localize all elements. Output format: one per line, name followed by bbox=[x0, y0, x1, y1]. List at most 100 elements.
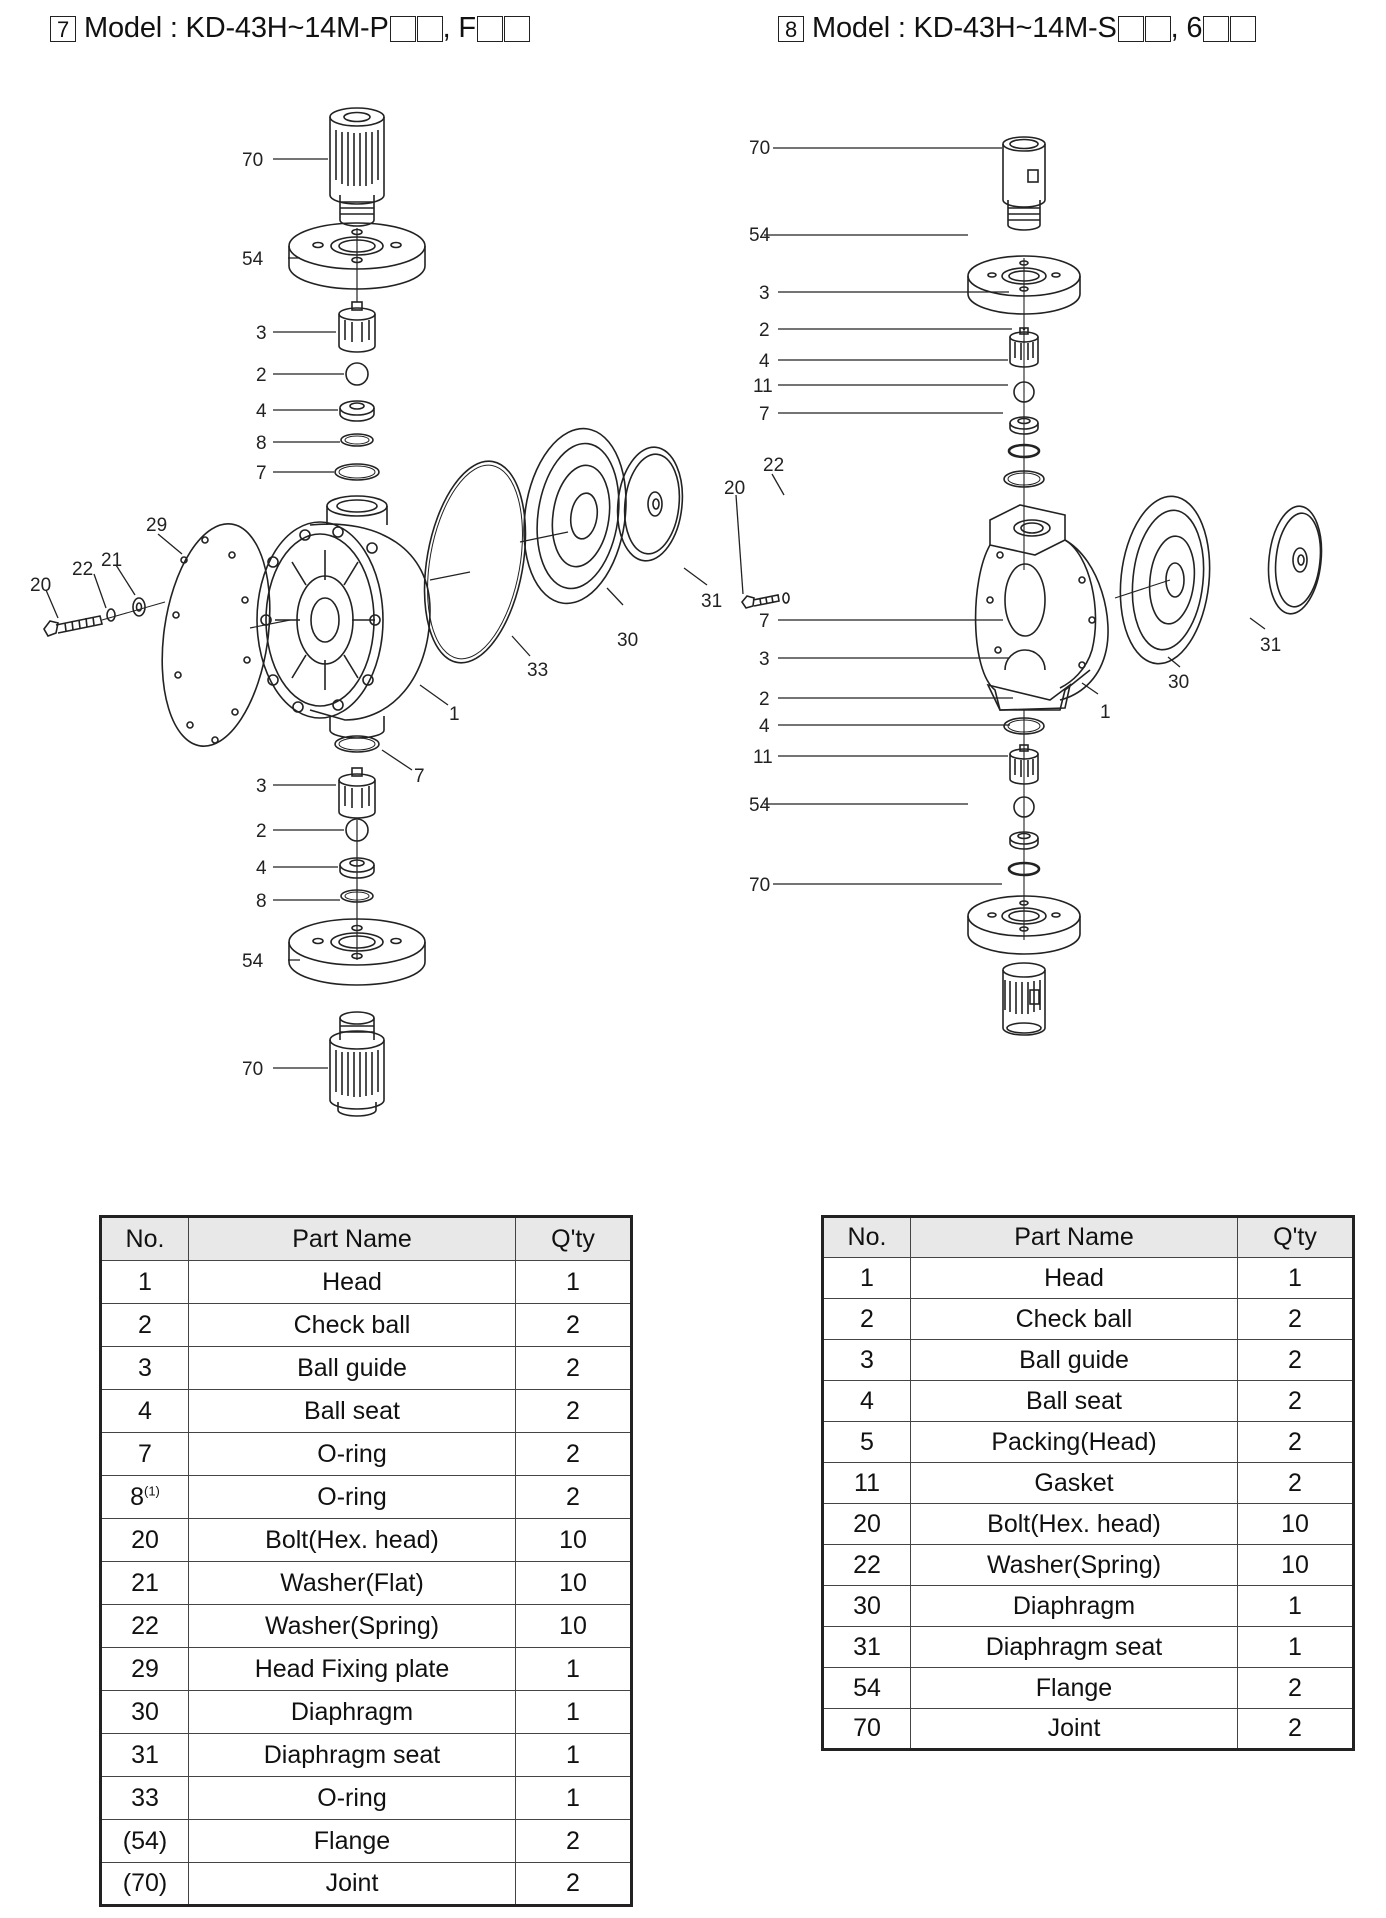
part-name-cell: Diaphragm bbox=[188, 1690, 516, 1734]
part-name-cell: Check ball bbox=[188, 1303, 516, 1347]
column-header-no: No. bbox=[822, 1216, 911, 1258]
part-label: 2 bbox=[759, 320, 770, 341]
part-label: 22 bbox=[763, 455, 784, 476]
left-exploded-diagram: 70 54 3 2 4 8 7 29 22 21 20 1 33 30 31 7… bbox=[30, 107, 722, 1117]
part-number: 31 bbox=[853, 1632, 881, 1661]
part-number-cell: 29 bbox=[100, 1647, 189, 1691]
part-label: 1 bbox=[449, 704, 460, 725]
part-name-cell: Diaphragm seat bbox=[910, 1626, 1238, 1668]
quantity-cell: 1 bbox=[1237, 1585, 1354, 1627]
part-number-cell: (70) bbox=[100, 1862, 189, 1906]
joint-bottom bbox=[1002, 962, 1046, 1036]
o-ring-top-8 bbox=[340, 433, 374, 447]
head-fixing-plate bbox=[161, 523, 271, 747]
part-label: 70 bbox=[749, 875, 770, 896]
part-number-cell: 30 bbox=[822, 1585, 911, 1627]
part-number-cell: 20 bbox=[822, 1503, 911, 1545]
part-number: 5 bbox=[860, 1427, 874, 1456]
quantity-cell: 1 bbox=[515, 1733, 632, 1777]
part-number: 30 bbox=[853, 1591, 881, 1620]
ball-guide-top bbox=[338, 301, 376, 353]
part-number-cell: 22 bbox=[100, 1604, 189, 1648]
right-exploded-diagram: 70 54 3 2 4 11 7 22 20 1 30 31 7 3 2 4 1… bbox=[724, 136, 1323, 1036]
right-model-title: 8 Model : KD-43H~14M-S , 6 bbox=[778, 12, 1257, 45]
diaphragm-seat bbox=[1267, 505, 1323, 615]
blank-box bbox=[1203, 15, 1230, 42]
part-name-cell: Ball seat bbox=[910, 1380, 1238, 1422]
part-label: 4 bbox=[256, 401, 267, 422]
footnote-marker: (1) bbox=[144, 1483, 160, 1499]
part-number: 22 bbox=[131, 1611, 159, 1640]
part-number: 29 bbox=[131, 1654, 159, 1683]
right-model-number: 8 bbox=[778, 15, 804, 42]
part-label: 31 bbox=[1260, 635, 1281, 656]
quantity-cell: 2 bbox=[515, 1303, 632, 1347]
quantity-cell: 2 bbox=[1237, 1462, 1354, 1504]
joint-bottom bbox=[329, 1011, 385, 1117]
part-number-cell: 22 bbox=[822, 1544, 911, 1586]
part-number-cell: 31 bbox=[822, 1626, 911, 1668]
part-label: 70 bbox=[242, 150, 263, 171]
hex-bolt bbox=[43, 615, 103, 637]
part-name-cell: Packing(Head) bbox=[910, 1421, 1238, 1463]
quantity-cell: 2 bbox=[515, 1389, 632, 1433]
part-name-cell: Flange bbox=[910, 1667, 1238, 1709]
part-label: 11 bbox=[753, 376, 773, 397]
part-name-cell: O-ring bbox=[188, 1776, 516, 1820]
part-number-cell: 2 bbox=[100, 1303, 189, 1347]
quantity-cell: 10 bbox=[1237, 1503, 1354, 1545]
part-label: 54 bbox=[749, 225, 771, 246]
part-name-cell: O-ring bbox=[188, 1432, 516, 1476]
part-label: 2 bbox=[759, 689, 770, 710]
quantity-cell: 1 bbox=[1237, 1626, 1354, 1668]
part-number: 20 bbox=[853, 1509, 881, 1538]
quantity-cell: 10 bbox=[515, 1604, 632, 1648]
part-number: 33 bbox=[131, 1783, 159, 1812]
part-name-cell: Joint bbox=[188, 1862, 516, 1906]
blank-box bbox=[1230, 15, 1257, 42]
part-label: 2 bbox=[256, 365, 267, 386]
part-label: 30 bbox=[1168, 672, 1189, 693]
part-label: 11 bbox=[753, 747, 773, 768]
joint-top bbox=[1002, 136, 1046, 231]
part-label: 31 bbox=[701, 591, 722, 612]
part-label: 21 bbox=[101, 550, 122, 571]
part-number-cell: 3 bbox=[100, 1346, 189, 1390]
part-number: 4 bbox=[138, 1396, 152, 1425]
part-label: 70 bbox=[242, 1059, 263, 1080]
part-label: 4 bbox=[256, 858, 267, 879]
column-header-no: No. bbox=[100, 1216, 189, 1261]
right-model-suffix: , 6 bbox=[1170, 12, 1203, 44]
quantity-cell: 2 bbox=[515, 1862, 632, 1906]
flange-bottom bbox=[288, 918, 426, 986]
part-number: 8 bbox=[130, 1482, 144, 1511]
column-header-part-name: Part Name bbox=[188, 1216, 516, 1261]
blank-box bbox=[389, 15, 416, 42]
flat-washer bbox=[132, 597, 146, 617]
o-ring-top-7 bbox=[334, 463, 380, 481]
part-number-cell: 4 bbox=[100, 1389, 189, 1433]
quantity-cell: 2 bbox=[515, 1475, 632, 1519]
part-number: 31 bbox=[131, 1740, 159, 1769]
diaphragm bbox=[1119, 495, 1211, 665]
part-number: 2 bbox=[860, 1304, 874, 1333]
part-label: 7 bbox=[759, 404, 770, 425]
part-label: 7 bbox=[414, 766, 425, 787]
quantity-cell: 1 bbox=[515, 1776, 632, 1820]
quantity-cell: 2 bbox=[1237, 1708, 1354, 1750]
part-name-cell: O-ring bbox=[188, 1475, 516, 1519]
left-model-number: 7 bbox=[50, 15, 76, 42]
part-number-cell: 11 bbox=[822, 1462, 911, 1504]
